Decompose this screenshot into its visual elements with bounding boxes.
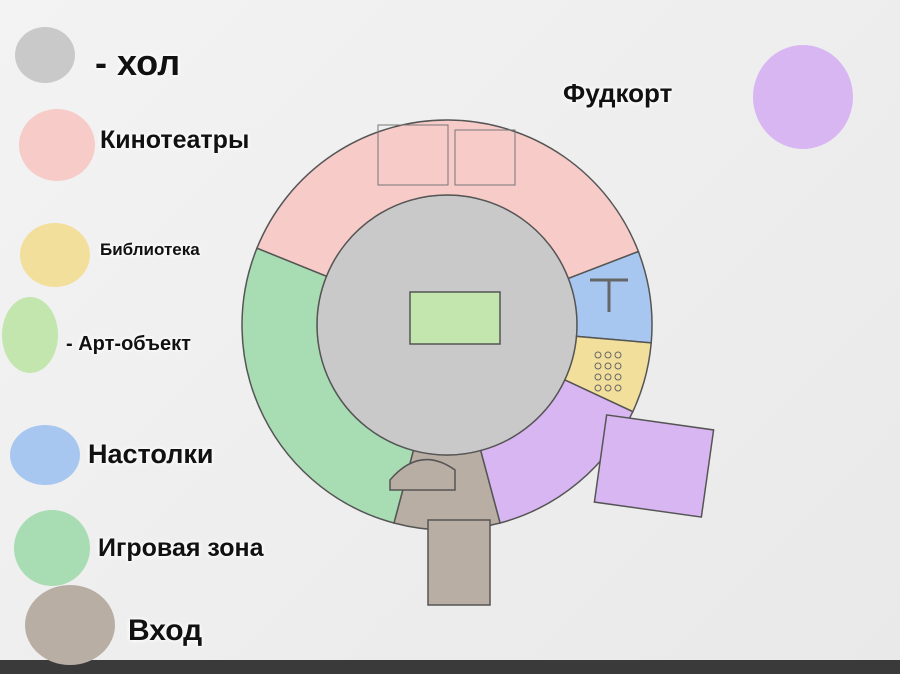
library-seat xyxy=(604,373,612,381)
library-seat xyxy=(594,373,602,381)
legend-label-cinemas: Кинотеатры xyxy=(100,126,250,154)
library-seat xyxy=(604,351,612,359)
zone-cinemas xyxy=(255,119,640,280)
legend-swatch-tables xyxy=(10,425,80,485)
legend-swatch-library xyxy=(20,223,90,287)
legend-label-hall: - хол xyxy=(95,42,181,83)
library-seat xyxy=(614,362,622,370)
legend-swatch-art xyxy=(2,297,58,373)
tables-t-shape xyxy=(590,278,628,312)
library-seat xyxy=(614,373,622,381)
cinema-room-1 xyxy=(454,129,516,186)
library-seat xyxy=(604,384,612,392)
legend-swatch-hall xyxy=(15,27,75,83)
cinema-room-0 xyxy=(377,124,449,186)
legend-swatch-game xyxy=(14,510,90,586)
legend-label-art-object: - Арт-объект xyxy=(66,333,191,355)
zone-game xyxy=(241,247,415,524)
legend-swatch-cinemas xyxy=(19,109,95,181)
foodcourt-extension xyxy=(593,414,715,518)
entrance-corridor xyxy=(427,519,491,606)
library-seat xyxy=(604,362,612,370)
library-seat xyxy=(594,351,602,359)
legend-label-game-zone: Игровая зона xyxy=(98,534,264,562)
entrance-door xyxy=(389,458,456,491)
library-seat xyxy=(594,362,602,370)
legend-swatch-foodcourt xyxy=(753,45,853,149)
library-seat xyxy=(594,384,602,392)
legend-label-entrance: Вход xyxy=(128,614,203,647)
legend-label-library: Библиотека xyxy=(100,240,200,259)
legend-label-tables: Настолки xyxy=(88,439,214,469)
legend-label-foodcourt: Фудкорт xyxy=(563,78,673,108)
art-object xyxy=(409,291,501,345)
legend-swatch-entrance xyxy=(25,585,115,665)
library-seat xyxy=(614,351,622,359)
library-seat xyxy=(614,384,622,392)
